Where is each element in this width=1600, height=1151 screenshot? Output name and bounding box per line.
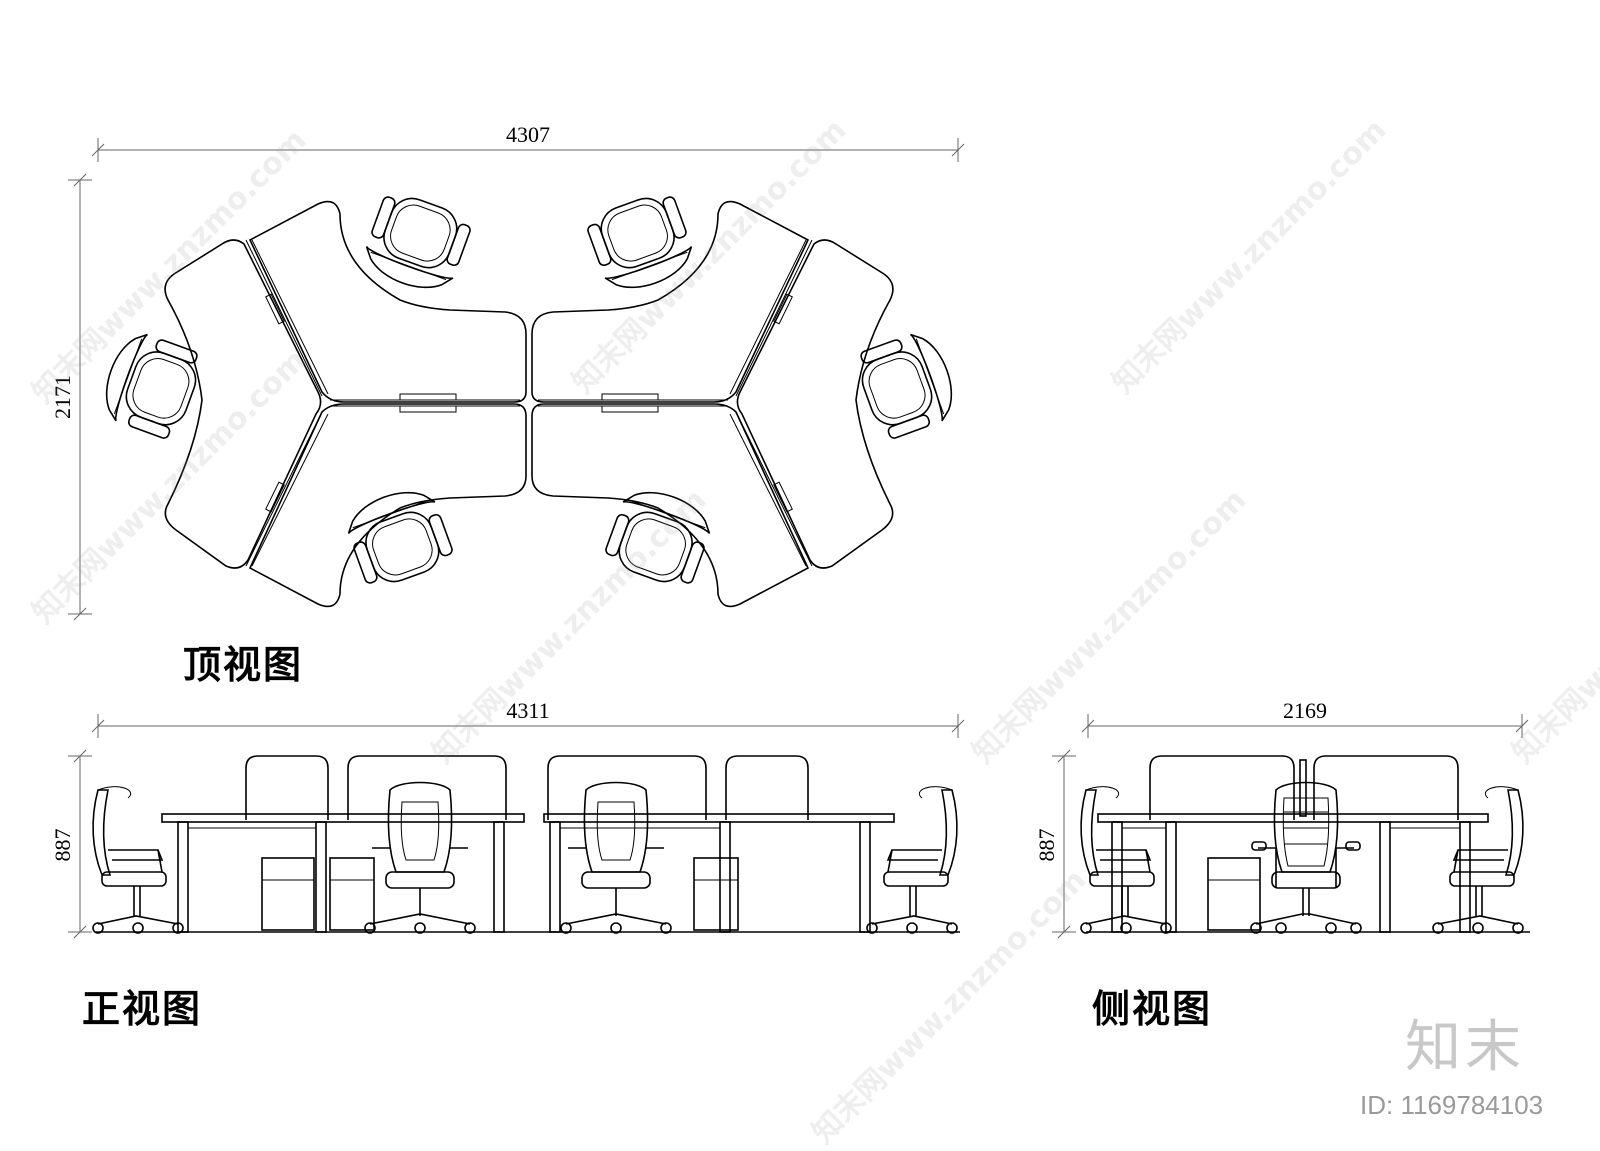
side-view: 2169 887 [1034, 698, 1530, 939]
front-height-label: 887 [50, 829, 75, 862]
front-view-title: 正视图 [82, 986, 203, 1031]
side-view-title: 侧视图 [1092, 986, 1213, 1031]
right-pod-cluster [531, 187, 964, 608]
front-width-label: 4311 [506, 698, 549, 723]
side-height-label: 887 [1034, 829, 1059, 862]
side-width-dimension: 2169 [1081, 698, 1529, 738]
front-view: 4311 887 [50, 698, 965, 939]
chair-top-1 [358, 187, 475, 300]
front-height-dimension: 887 [50, 749, 92, 939]
chair-top-3 [340, 480, 457, 593]
image-id: ID: 1169784103 [1360, 1090, 1544, 1120]
side-width-label: 2169 [1283, 698, 1327, 723]
left-pod-cluster [94, 187, 527, 608]
top-depth-dimension: 2171 [50, 173, 92, 621]
top-depth-label: 2171 [50, 375, 75, 419]
brand-logo: 知末 [1405, 1015, 1525, 1080]
top-width-dimension: 4307 [91, 122, 965, 162]
front-width-dimension: 4311 [91, 698, 965, 738]
side-height-dimension: 887 [1034, 749, 1076, 939]
top-width-label: 4307 [506, 122, 550, 147]
top-view: 4307 2171 [50, 122, 965, 621]
top-view-title: 顶视图 [183, 642, 304, 687]
